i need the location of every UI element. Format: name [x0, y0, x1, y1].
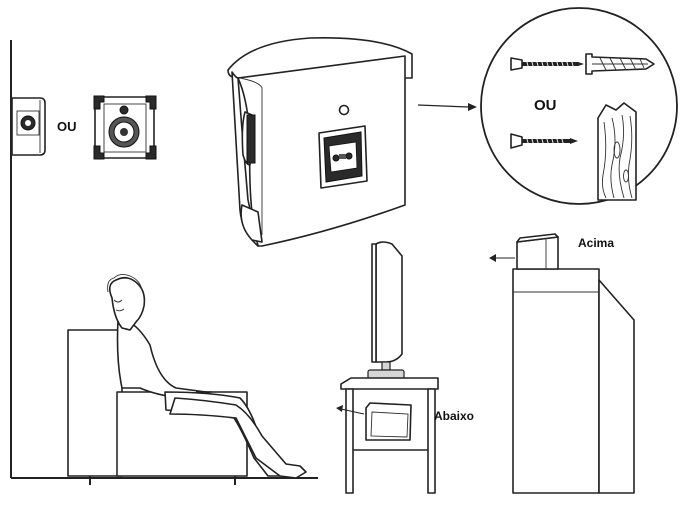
wood-screw-icon	[510, 133, 578, 149]
seated-person-icon	[67, 273, 307, 485]
wood-stud-icon	[597, 102, 637, 201]
screw-and-anchor-icon	[510, 53, 655, 75]
wall	[10, 40, 318, 479]
below-label: Abaixo	[434, 409, 474, 423]
speaker-with-bracket-icon	[93, 95, 157, 160]
small-speaker-icon	[11, 97, 46, 156]
speaker-rear-view-icon	[227, 37, 413, 247]
detail-circle	[480, 7, 678, 205]
arrow-right-icon	[417, 103, 477, 111]
tv-on-stand-icon	[336, 241, 439, 494]
above-label: Acima	[578, 236, 614, 250]
tall-cabinet-icon	[489, 233, 635, 494]
or-label-wall: OU	[57, 119, 77, 134]
or-label-hardware: OU	[534, 97, 557, 114]
